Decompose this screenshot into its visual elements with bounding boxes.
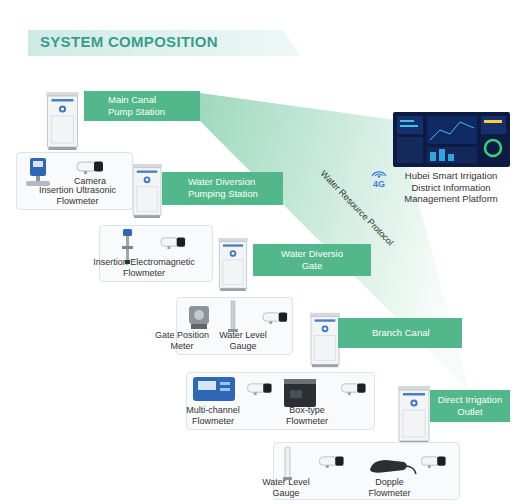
node-text: Water Level Gauge [255, 477, 317, 499]
platform-screen [397, 116, 423, 134]
node-text: Water Diversion Pumping Station [188, 176, 270, 200]
platform-screen [427, 116, 477, 144]
node-text: Dopple Flowmeter [362, 477, 417, 499]
platform-screen [430, 122, 474, 140]
control-cabinet [132, 164, 162, 218]
device-box: Water Level GaugeDopple Flowmeter [273, 442, 460, 500]
station-label: Branch Canal [338, 318, 462, 348]
platform-screen [393, 112, 510, 167]
platform-screen [485, 140, 501, 156]
protocol-fan [200, 93, 470, 392]
platform-screen [448, 154, 454, 161]
node-text: Multi-channel Flowmeter [179, 405, 247, 427]
control-cabinet [398, 386, 430, 444]
device-box: Gate Position MeterWater Level Gauge [176, 297, 293, 355]
station-label: Water Diversio Gate [253, 244, 371, 276]
title-banner [28, 30, 300, 56]
platform-screen [393, 112, 510, 167]
node-text: Direct Irrigation Outlet [434, 394, 506, 418]
platform-screen [484, 120, 502, 123]
signal-icon [375, 174, 383, 176]
station-label: Water Diversion Pumping Station [162, 172, 283, 205]
control-cabinet [310, 313, 340, 367]
platform-screen [397, 137, 423, 163]
device-box: Insertion Electromagnetic Flowmeter [99, 225, 213, 282]
platform-screen [481, 116, 506, 134]
node-text: Hubei Smart Irrigation District Informat… [392, 170, 510, 205]
station-label: Direct Irrigation Outlet [430, 390, 510, 422]
signal-icon [378, 175, 380, 177]
protocol-fan [200, 93, 470, 392]
platform-screen [400, 125, 418, 127]
node-text: Main Canal Pump Station [108, 94, 172, 118]
control-cabinet [47, 92, 79, 150]
control-cabinet [47, 92, 431, 444]
station-label: Main Canal Pump Station [84, 91, 200, 121]
signal-icon [372, 172, 386, 178]
platform-screen [427, 147, 477, 163]
node-text: Insertion Ultrasonic Flowmeter [25, 185, 130, 207]
platform-screen [439, 149, 445, 161]
platform-node: Hubei Smart Irrigation District Informat… [390, 110, 512, 205]
node-text: Gate Position Meter [149, 330, 215, 352]
node-text: Box-type Flowmeter [277, 405, 337, 427]
device-box: Multi-channel FlowmeterBox-type Flowmete… [186, 372, 375, 430]
network-label: 4G [373, 179, 385, 189]
device-box: CameraInsertion Ultrasonic Flowmeter [16, 152, 133, 210]
node-text: Branch Canal [372, 327, 444, 339]
platform-screen [430, 152, 436, 161]
diagram-title: SYSTEM COMPOSITION [40, 33, 218, 50]
title-banner [28, 30, 300, 56]
node-text: Water Diversio Gate [273, 248, 351, 272]
node-text: Insertion Electromagnetic Flowmeter [84, 257, 204, 279]
node-text: Water Level Gauge [212, 330, 274, 352]
control-cabinet [218, 238, 247, 291]
platform-screen [400, 120, 414, 122]
signal-icon [372, 172, 386, 176]
